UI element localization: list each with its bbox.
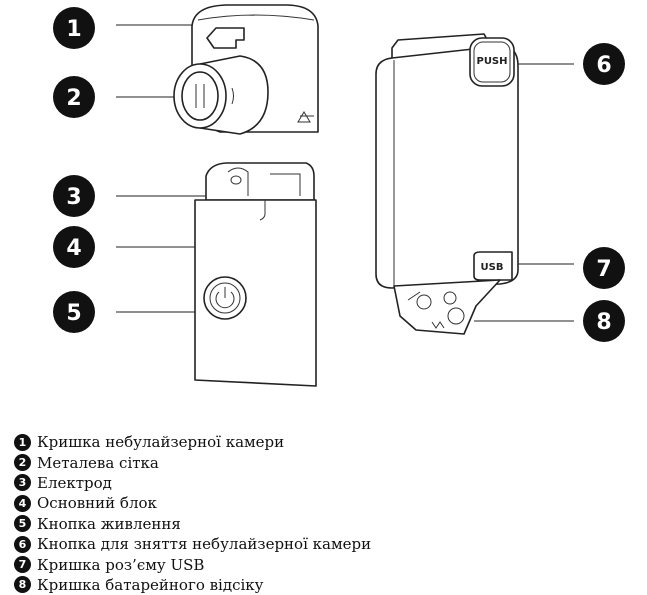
usb-port-cover[interactable] [473,251,513,281]
callout-7: 7 [583,247,625,289]
legend-bullet: 2 [14,454,31,472]
legend-bullet: 6 [14,535,31,553]
usb-label: USB [481,262,504,273]
legend: 1 Кришка небулайзерної камери 2 Металева… [14,432,634,595]
svg-text:3: 3 [66,185,81,210]
callout-8: 8 [583,300,625,342]
legend-item: 2 Металева сітка [14,452,634,472]
legend-bullet: 3 [14,474,31,492]
callout-6: 6 [583,43,625,85]
legend-bullet: 8 [14,576,31,594]
legend-text: Основний блок [37,494,157,513]
legend-item: 5 Кнопка живлення [14,514,634,534]
callout-3: 3 [53,175,95,217]
battery-cover[interactable] [393,279,501,335]
svg-text:4: 4 [66,236,81,261]
legend-bullet: 7 [14,556,31,574]
callout-2: 2 [53,76,95,118]
legend-item: 7 Кришка роз’єму USB [14,554,634,574]
svg-text:2: 2 [66,86,81,111]
legend-item: 3 Електрод [14,473,634,493]
legend-bullet: 4 [14,494,31,512]
legend-bullet: 5 [14,515,31,533]
legend-text: Кришка роз’єму USB [37,555,205,574]
callout-1: 1 [53,7,95,49]
legend-text: Металева сітка [37,453,159,472]
legend-item: 8 Кришка батарейного відсіку [14,575,634,595]
svg-text:7: 7 [596,257,611,282]
legend-text: Кнопка живлення [37,514,181,533]
legend-item: 6 Кнопка для зняття небулайзерної камери [14,534,634,554]
main-unit [194,162,317,387]
legend-bullet: 1 [14,433,31,451]
electrode [205,162,315,201]
svg-text:6: 6 [596,53,611,78]
legend-text: Кнопка для зняття небулайзерної камери [37,535,372,554]
svg-text:1: 1 [66,17,81,42]
push-button[interactable] [469,37,515,87]
legend-text: Електрод [37,473,112,492]
legend-text: Кришка батарейного відсіку [37,575,264,594]
legend-item: 4 Основний блок [14,493,634,513]
metal-mesh-nozzle [173,55,269,135]
push-label: PUSH [476,56,507,67]
main-body [194,199,317,387]
svg-text:8: 8 [596,310,611,335]
svg-text:5: 5 [66,301,81,326]
callout-4: 4 [53,226,95,268]
rear-body [375,45,519,289]
legend-item: 1 Кришка небулайзерної камери [14,432,634,452]
legend-text: Кришка небулайзерної камери [37,433,285,452]
callout-5: 5 [53,291,95,333]
rear-view-device: PUSH USB [375,33,519,335]
